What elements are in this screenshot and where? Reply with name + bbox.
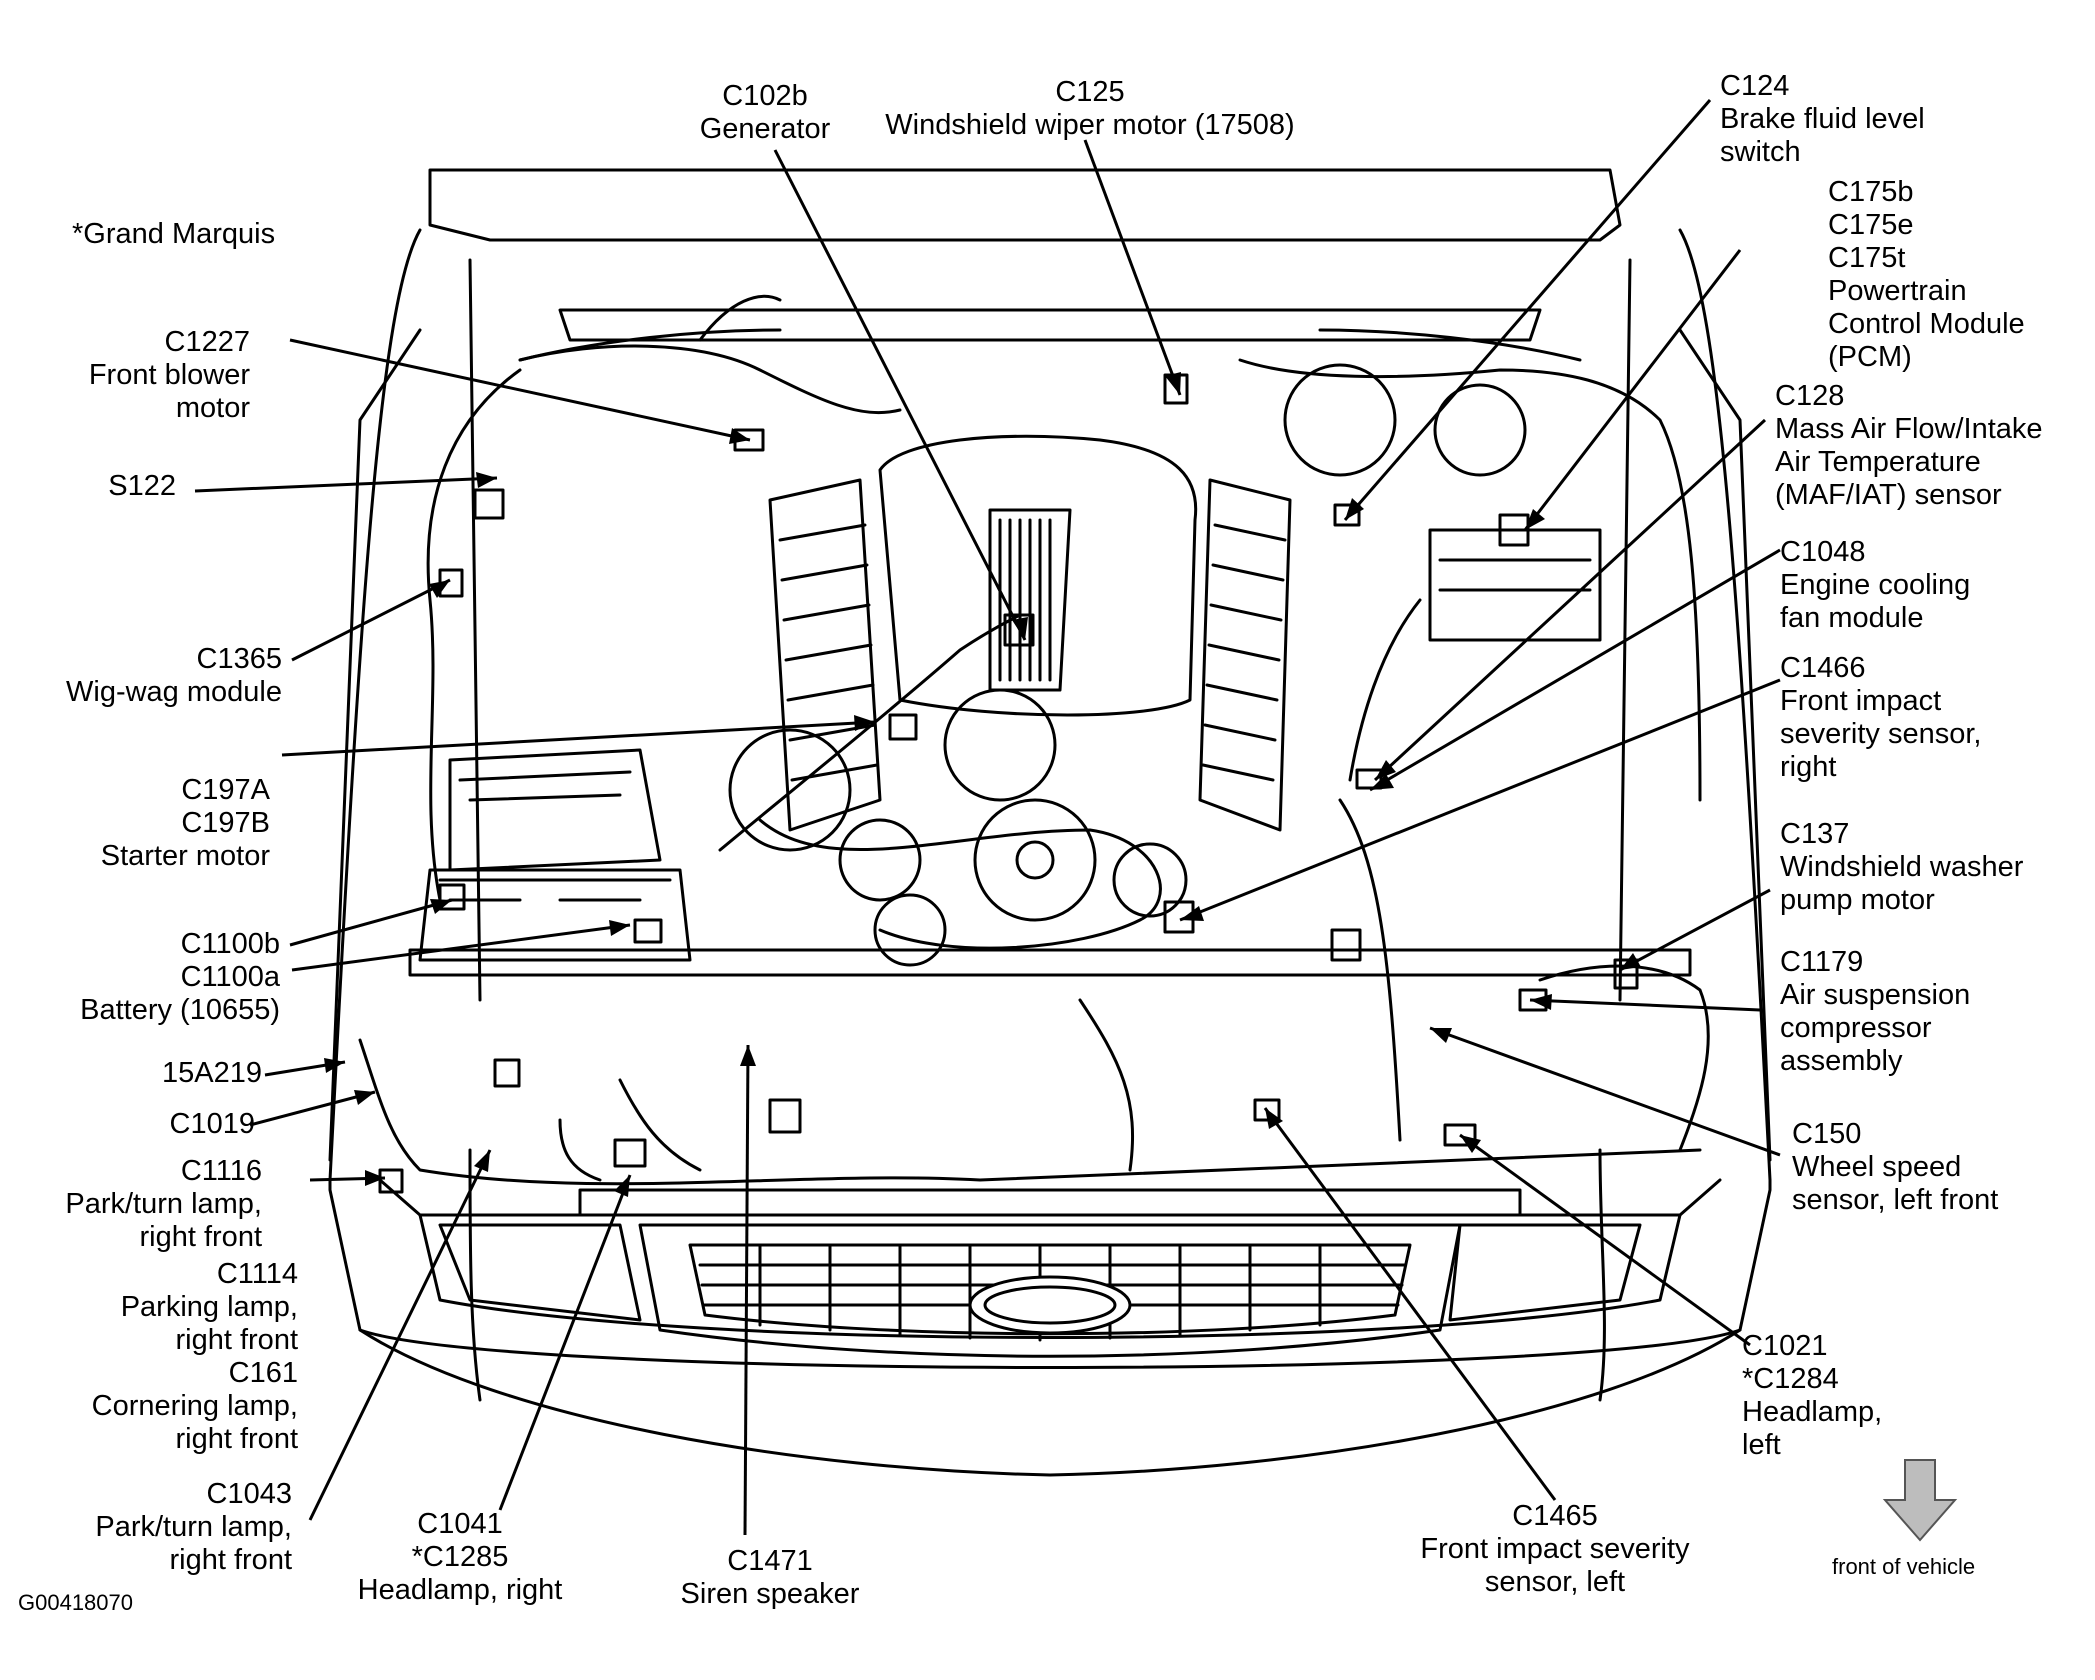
callout-s122: S122: [108, 470, 176, 502]
callout-15a219: 15A219: [162, 1057, 262, 1089]
figure-code: G00418070: [18, 1590, 133, 1615]
callout-c1019: C1019: [169, 1108, 255, 1140]
grand-marquis-note: *Grand Marquis: [72, 218, 276, 250]
front-arrow-icon: [1882, 1459, 1958, 1542]
front-of-vehicle-label: front of vehicle: [1832, 1554, 1976, 1579]
